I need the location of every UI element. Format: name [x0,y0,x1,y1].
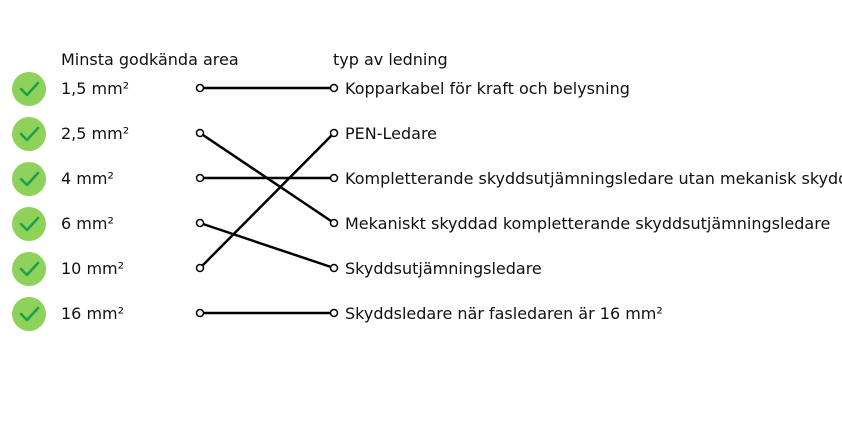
wire-type-connector-dot[interactable] [329,128,339,138]
wire-type-label[interactable]: Kopparkabel för kraft och belysning [345,79,630,98]
area-connector-dot[interactable] [195,263,205,273]
match-row: 10 mm² Skyddsutjämningsledare [0,250,842,290]
match-row: 1,5 mm² Kopparkabel för kraft och belysn… [0,70,842,110]
match-row: 6 mm² Mekaniskt skyddad kompletterande s… [0,205,842,245]
checkmark-icon [12,72,46,106]
area-connector-dot[interactable] [195,173,205,183]
checkmark-icon [12,117,46,151]
area-connector-dot[interactable] [195,128,205,138]
connection-line [199,221,335,270]
area-connector-dot[interactable] [195,218,205,228]
wire-type-label[interactable]: Kompletterande skyddsutjämningsledare ut… [345,169,842,188]
area-connector-dot[interactable] [195,308,205,318]
area-label[interactable]: 10 mm² [61,259,125,278]
wire-type-column-header: typ av ledning [333,50,448,69]
wire-type-connector-dot[interactable] [329,173,339,183]
area-connector-dot[interactable] [195,83,205,93]
wire-type-label[interactable]: PEN-Ledare [345,124,438,143]
match-row: 4 mm² Kompletterande skyddsutjämningsled… [0,160,842,200]
wire-type-label[interactable]: Skyddsledare när fasledaren är 16 mm² [345,304,663,323]
checkmark-icon [12,162,46,196]
area-column-header: Minsta godkända area [61,50,239,69]
match-row: 2,5 mm² PEN-Ledare [0,115,842,155]
area-label[interactable]: 4 mm² [61,169,114,188]
area-label[interactable]: 1,5 mm² [61,79,130,98]
checkmark-icon [12,252,46,286]
wire-type-connector-dot[interactable] [329,218,339,228]
connection-line [199,132,335,269]
wire-type-label[interactable]: Mekaniskt skyddad kompletterande skyddsu… [345,214,831,233]
area-label[interactable]: 6 mm² [61,214,114,233]
wire-type-connector-dot[interactable] [329,263,339,273]
wire-type-label[interactable]: Skyddsutjämningsledare [345,259,542,278]
checkmark-icon [12,297,46,331]
checkmark-icon [12,207,46,241]
wire-type-connector-dot[interactable] [329,83,339,93]
area-label[interactable]: 16 mm² [61,304,125,323]
match-row: 16 mm² Skyddsledare när fasledaren är 16… [0,295,842,335]
area-label[interactable]: 2,5 mm² [61,124,130,143]
wire-type-connector-dot[interactable] [329,308,339,318]
